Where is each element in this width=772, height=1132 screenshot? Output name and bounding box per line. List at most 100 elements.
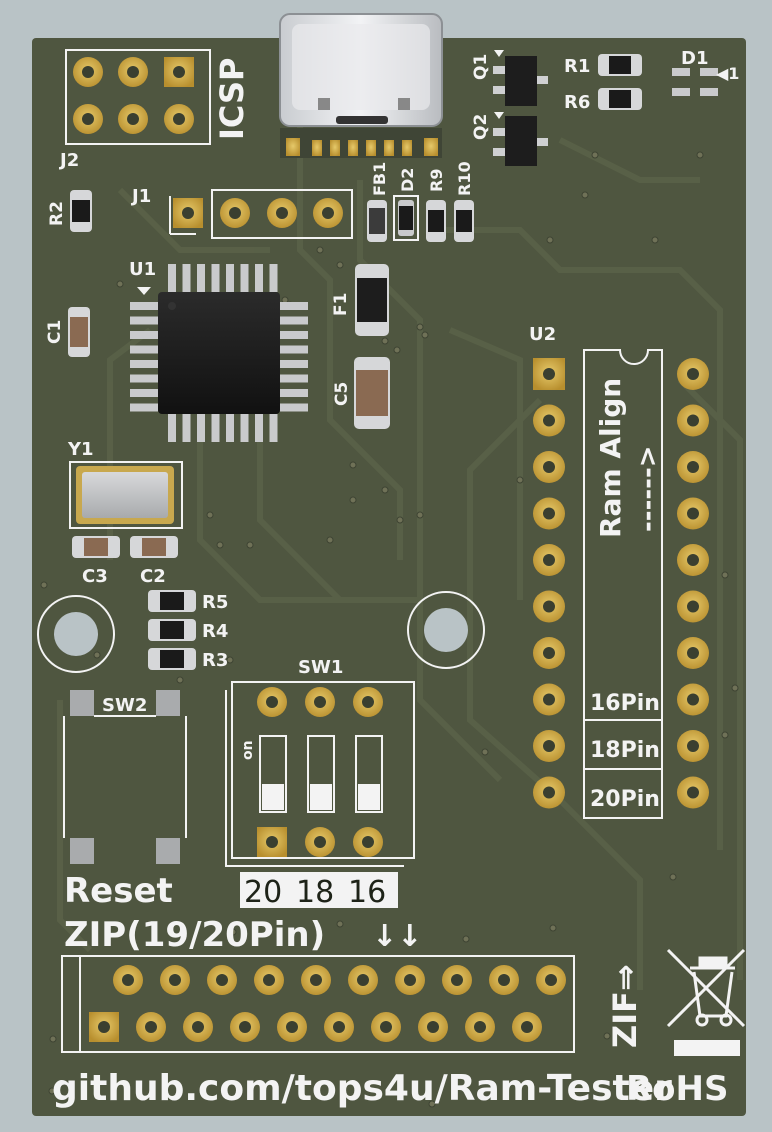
- led-d1: [672, 68, 718, 96]
- zip-pad-hole: [474, 1021, 486, 1033]
- label-sw-18: 18: [296, 875, 334, 910]
- u2-pad-hole: [687, 786, 699, 799]
- crystal-y1: [69, 461, 183, 529]
- zip-pad-hole: [545, 974, 557, 986]
- label-sw-20: 20: [244, 875, 282, 910]
- zip-pad-hole: [333, 1021, 345, 1033]
- icsp-header-j2: [65, 49, 211, 145]
- u1-pin: [130, 389, 158, 397]
- transistor-q1: [493, 50, 548, 106]
- label-r6: R6: [564, 92, 590, 113]
- u2-pad-hole: [543, 554, 555, 566]
- label-r9: R9: [427, 169, 446, 192]
- zip-pad-hole: [216, 974, 228, 986]
- u1-pin: [197, 264, 205, 292]
- label-u1: U1: [129, 259, 156, 280]
- zip-pad-hole: [521, 1021, 533, 1033]
- label-zip-arrows: ↓↓: [372, 919, 422, 954]
- board-url: github.com/tops4u/Ram-Tester: [52, 1068, 672, 1109]
- u1-pin: [211, 414, 220, 442]
- weee-bin-icon: [666, 948, 746, 1028]
- zip-pad-hole: [404, 974, 416, 986]
- zip-pad-hole: [451, 974, 463, 986]
- resistor-r6: [598, 88, 642, 110]
- label-j1: J1: [130, 186, 151, 207]
- resistor-r2: [70, 190, 92, 232]
- label-ram-align: Ram Align: [594, 378, 627, 538]
- label-r2: R2: [47, 201, 67, 226]
- u2-pad-hole: [687, 368, 699, 380]
- u1-pin: [280, 389, 308, 397]
- dip-switch-values-box: [240, 872, 398, 908]
- label-d2: D2: [398, 168, 417, 192]
- u1-pin: [130, 403, 158, 412]
- usb-c-connector: [279, 13, 443, 158]
- u2-pad-hole: [543, 693, 555, 706]
- u1-pin: [280, 331, 308, 339]
- label-q1: Q1: [471, 54, 491, 80]
- u1-pin: [255, 264, 263, 292]
- zip-pad-hole: [169, 974, 181, 986]
- u2-pad-hole: [543, 786, 555, 799]
- u2-pad-hole: [687, 693, 699, 706]
- u1-pin: [280, 316, 308, 325]
- u1-pin: [280, 302, 308, 310]
- transistor-q2: [493, 112, 548, 166]
- label-sw2: SW2: [102, 695, 147, 716]
- header-j1: [169, 189, 353, 239]
- u2-pad-hole: [543, 368, 555, 380]
- copper-traces: [57, 120, 743, 990]
- zip-pad-hole: [380, 1021, 392, 1033]
- u1-pin: [269, 414, 278, 442]
- capacitor-c1: [68, 307, 90, 357]
- u2-pad-hole: [543, 507, 555, 520]
- u1-pin: [130, 302, 158, 310]
- microcontroller-u1: [130, 264, 308, 442]
- label-icsp: ICSP: [213, 58, 251, 140]
- label-zip: ZIP(19/20Pin): [64, 915, 325, 955]
- label-r1: R1: [564, 56, 590, 77]
- label-q2: Q2: [471, 114, 491, 140]
- u1-pin: [130, 374, 158, 383]
- zip-pad-hole: [357, 974, 369, 986]
- u1-pin: [211, 264, 220, 292]
- resistor-r5: [148, 590, 196, 612]
- u1-pin: [130, 360, 158, 368]
- ferrite-fb1: [367, 200, 387, 242]
- reset-button-sw2: [63, 690, 187, 864]
- mounting-hole-right: [407, 591, 485, 669]
- u1-pin: [130, 331, 158, 339]
- label-c1: C1: [45, 320, 65, 344]
- label-u2: U2: [529, 324, 556, 345]
- label-r3: R3: [202, 650, 228, 671]
- zip-pad-hole: [122, 974, 134, 986]
- u2-pad-hole: [687, 647, 699, 659]
- label-y1: Y1: [67, 439, 94, 460]
- label-pin1-marker: ◀1: [716, 64, 739, 83]
- rohs-label: RoHS: [626, 1069, 728, 1109]
- u2-pad-hole: [687, 554, 699, 566]
- label-fb1: FB1: [370, 162, 389, 196]
- ram-align-outline: [583, 349, 663, 819]
- label-r5: R5: [202, 592, 228, 613]
- u2-pad-hole: [543, 647, 555, 659]
- u1-pin: [280, 360, 308, 368]
- label-c5: C5: [332, 382, 352, 406]
- u1-pin: [130, 345, 158, 354]
- label-reset: Reset: [64, 871, 173, 911]
- weee-bar: [674, 1040, 740, 1056]
- label-on: on: [240, 740, 256, 760]
- u2-pad-hole: [543, 600, 555, 613]
- mounting-hole-left: [37, 595, 115, 673]
- zip-pad-hole: [310, 974, 322, 986]
- u1-pin: [168, 414, 176, 442]
- u1-body: [158, 292, 280, 414]
- resistor-r4: [148, 619, 196, 641]
- u1-pin: [197, 414, 205, 442]
- u1-pin: [182, 414, 191, 442]
- u2-pad-hole: [687, 507, 699, 520]
- u1-pin: [280, 345, 308, 354]
- dip-switch-sw1: [225, 681, 415, 867]
- label-f1: F1: [331, 293, 351, 316]
- zip-pad-hole: [286, 1021, 298, 1033]
